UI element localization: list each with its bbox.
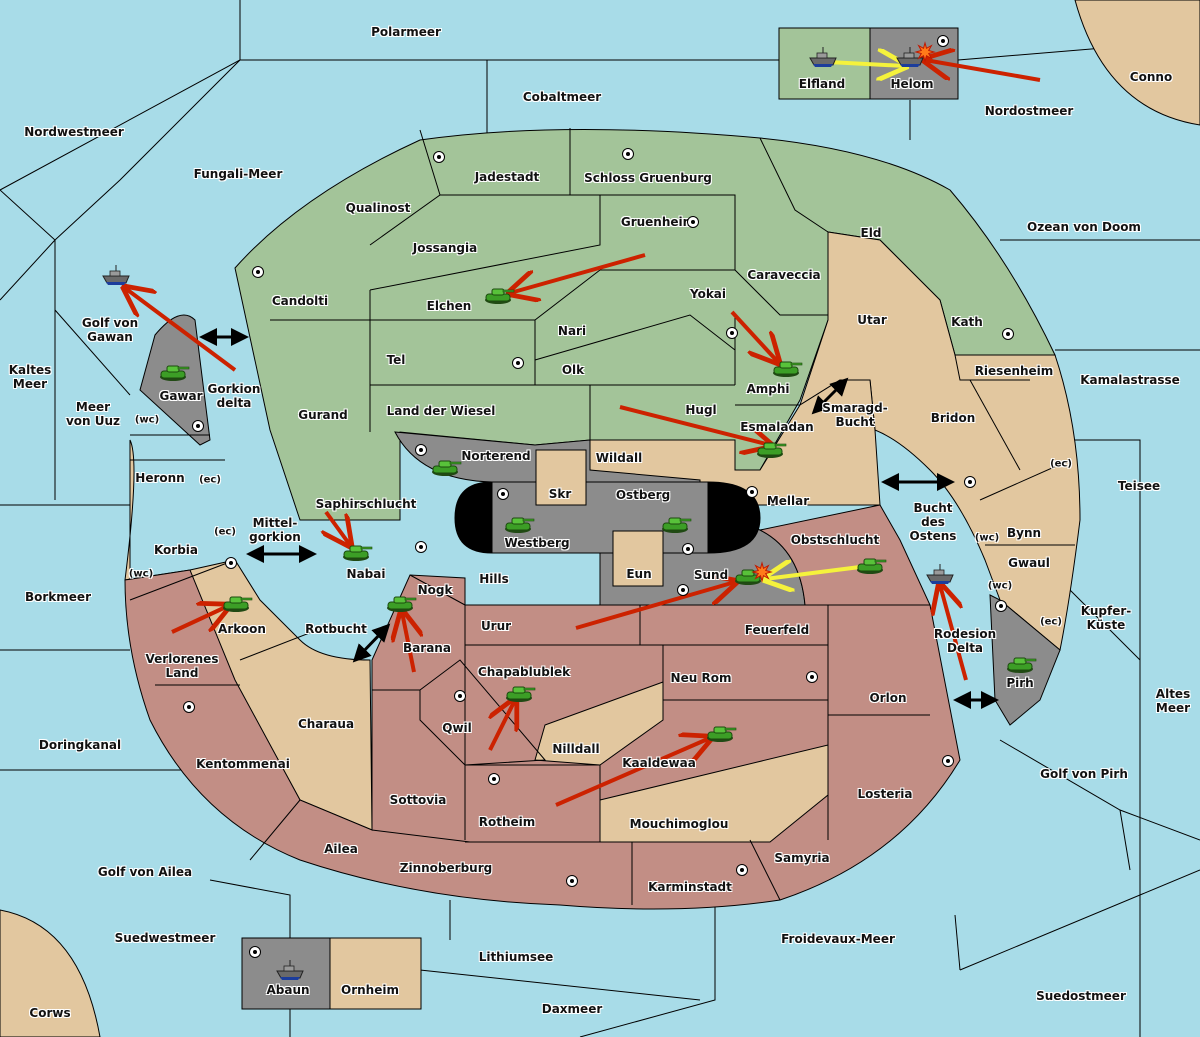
supply-center-icon <box>746 486 758 498</box>
supply-center-icon <box>682 543 694 555</box>
supply-center-icon <box>937 35 949 47</box>
supply-center-icon <box>622 148 634 160</box>
coast-label: (wc) <box>134 414 160 426</box>
supply-center-icon <box>995 600 1007 612</box>
supply-center-icon <box>192 420 204 432</box>
supply-center-icon <box>415 444 427 456</box>
supply-center-icon <box>415 541 427 553</box>
land-borders <box>129 128 1075 905</box>
supply-center-icon <box>454 690 466 702</box>
move-order-arrow <box>730 310 778 362</box>
supply-center-icon <box>964 476 976 488</box>
coast-label: (ec) <box>1050 458 1072 470</box>
land-ornheim[interactable] <box>329 937 422 1010</box>
supply-center-icon <box>942 755 954 767</box>
convoy-arrows <box>199 328 999 709</box>
supply-center-icon <box>687 216 699 228</box>
conflict-burst-icon <box>914 41 936 63</box>
supply-center-icon <box>252 266 264 278</box>
coast-label: (ec) <box>214 526 236 538</box>
coast-label: (wc) <box>987 580 1013 592</box>
land-nilldall-neutral[interactable] <box>534 681 664 766</box>
supply-center-icon <box>433 151 445 163</box>
orders-layer <box>125 60 1041 807</box>
supply-center-icon <box>1002 328 1014 340</box>
move-order-arrow <box>490 700 515 751</box>
coast-label: (ec) <box>199 474 221 486</box>
supply-center-icon <box>806 671 818 683</box>
double-arrow-icon <box>352 623 391 663</box>
move-order-arrow <box>940 585 968 681</box>
support-order-arrow <box>765 567 861 579</box>
move-order-arrow <box>402 612 414 673</box>
move-order-arrow <box>925 60 1041 82</box>
supply-center-icon <box>488 773 500 785</box>
double-arrow-icon <box>811 377 849 415</box>
move-order-arrow <box>326 510 350 545</box>
move-order-arrow <box>555 738 710 807</box>
supply-center-icon <box>183 701 195 713</box>
supply-center-icon <box>512 357 524 369</box>
move-order-arrow <box>510 253 646 293</box>
supply-center-icon <box>677 584 689 596</box>
supply-center-icon <box>225 557 237 569</box>
land-eun[interactable] <box>612 530 664 587</box>
supply-center-icon <box>497 488 509 500</box>
move-order-arrow <box>171 606 228 634</box>
supply-center-icon <box>249 946 261 958</box>
supply-center-icon <box>566 875 578 887</box>
coast-label: (wc) <box>128 568 154 580</box>
supply-center-icon <box>726 327 738 339</box>
supply-center-icon <box>736 864 748 876</box>
land-skr[interactable] <box>535 449 587 506</box>
move-order-arrow <box>125 288 237 372</box>
move-order-arrow <box>619 405 770 445</box>
conflict-burst-icon <box>751 561 773 583</box>
support-order-arrow <box>827 62 905 66</box>
move-order-arrow <box>575 582 735 630</box>
land-conno[interactable] <box>1074 0 1200 126</box>
coast-label: (ec) <box>1040 616 1062 628</box>
coast-label: (wc) <box>974 532 1000 544</box>
